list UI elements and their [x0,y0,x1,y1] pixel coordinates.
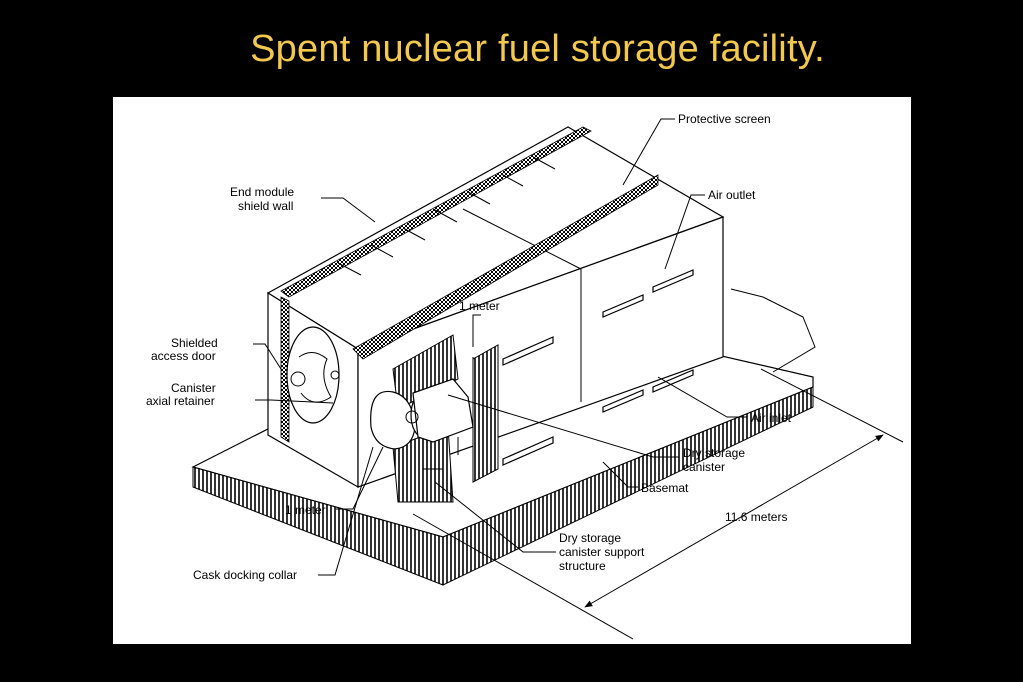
label-support-1: Dry storage [559,531,621,545]
label-air-outlet: Air outlet [708,188,756,202]
label-support-2: canister support [559,545,645,559]
air-vents [502,269,694,466]
label-protective-screen: Protective screen [678,112,771,126]
label-length: 11.6 meters [725,510,787,524]
length-dimension [412,368,904,640]
label-shielded-1: Shielded [171,336,218,350]
storage-facility-diagram: Protective screen End module shield wall… [146,112,904,640]
label-support-3: structure [559,559,606,573]
label-shielded-2: access door [151,349,216,363]
labels: Protective screen End module shield wall… [146,112,792,582]
label-one-meter-bottom: 1 meter [285,503,326,517]
label-air-inlet: Air inlet [751,411,792,425]
storage-module [266,126,725,503]
leader-lines [253,118,747,576]
cutaway-section [370,334,499,503]
label-dry-canister-1: Dry storage [683,446,745,460]
label-one-meter-top: 1 meter [459,299,500,313]
label-basemat: Basemat [641,481,689,495]
slide-title: Spent nuclear fuel storage facility. [250,28,825,70]
roof-vents [337,156,556,276]
diagram-panel: Protective screen End module shield wall… [113,97,911,644]
label-end-module-1: End module [230,185,294,199]
label-end-module-2: shield wall [238,199,293,213]
label-cask-docking: Cask docking collar [193,568,297,582]
label-dry-canister-2: canister [683,460,725,474]
label-canister-1: Canister [171,381,216,395]
label-canister-2: axial retainer [146,394,215,408]
